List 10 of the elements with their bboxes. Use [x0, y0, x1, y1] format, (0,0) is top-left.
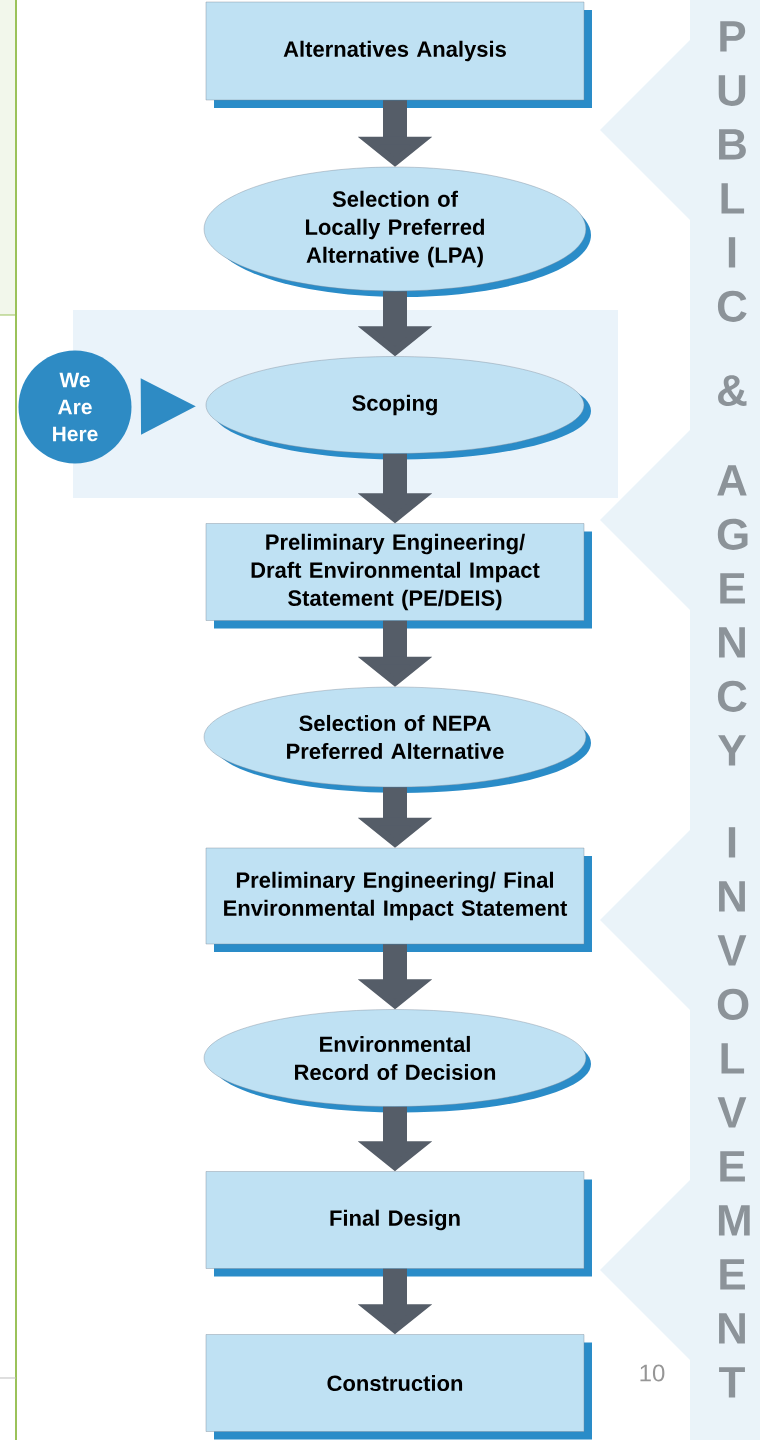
vertical-heading: PUBLIC	[717, 21, 747, 322]
page-number: 10	[640, 1364, 665, 1382]
process-box: Preliminary Engineering/ Draft Environmental Impact Statement (PE/DEIS)	[205, 523, 592, 629]
process-box: Preliminary Engineering/ Final Environmental Impact Statement	[205, 847, 592, 952]
process-box: Alternatives Analysis	[205, 1, 592, 108]
vertical-heading: AGENCY	[717, 465, 748, 766]
vertical-heading: INVOLVEMENT	[717, 827, 750, 1398]
process-box: Construction	[205, 1334, 592, 1440]
process-box: Final Design	[205, 1171, 592, 1277]
vertical-heading: &	[718, 375, 747, 407]
